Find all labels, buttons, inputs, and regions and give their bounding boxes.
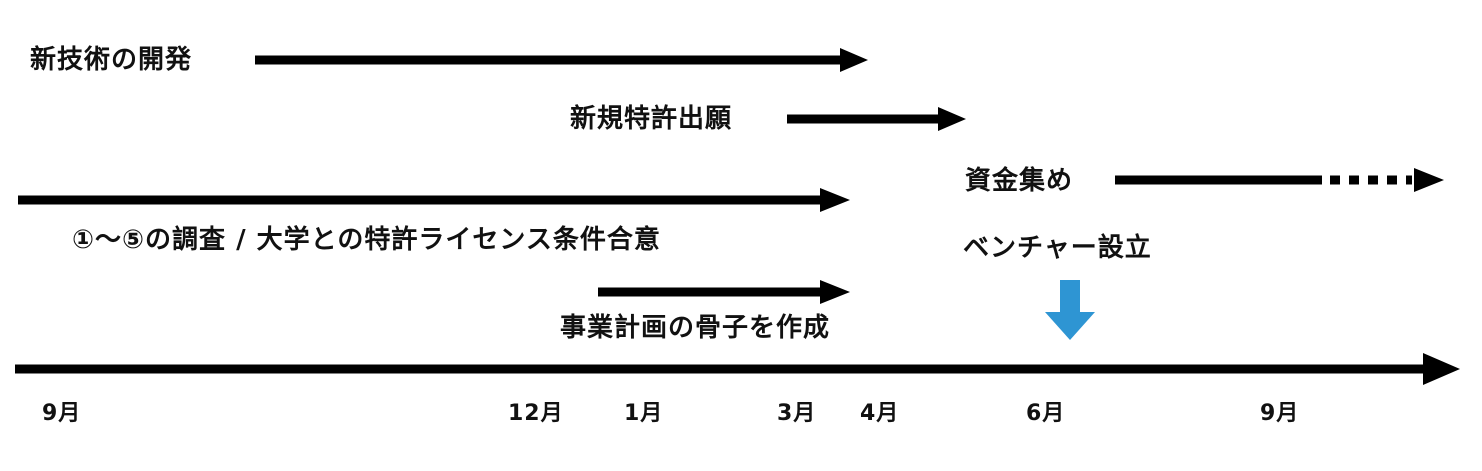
arrow-new-tech-dev [255,48,868,72]
task-label-fundraising: 資金集め [965,166,1074,196]
milestone-label-venture-setup: ベンチャー設立 [963,233,1152,263]
arrow-business-plan [598,280,850,304]
down-arrow-icon [1045,280,1095,340]
task-label-survey-license: ①～⑤の調査 / 大学との特許ライセンス条件合意 [72,225,661,255]
timeline-axis [15,353,1460,385]
task-label-new-patent: 新規特許出願 [570,104,733,134]
arrow-survey-license [18,188,850,212]
task-label-business-plan: 事業計画の骨子を作成 [560,313,831,343]
month-label: 9月 [1260,401,1300,426]
arrow-fundraising [1115,168,1444,192]
month-label: 1月 [624,401,664,426]
month-label: 12月 [508,401,564,426]
month-label: 4月 [860,401,900,426]
month-label: 3月 [777,401,817,426]
task-label-new-tech-dev: 新技術の開発 [30,45,193,75]
month-label: 9月 [42,401,82,426]
month-label: 6月 [1026,401,1066,426]
arrow-new-patent [787,107,966,131]
